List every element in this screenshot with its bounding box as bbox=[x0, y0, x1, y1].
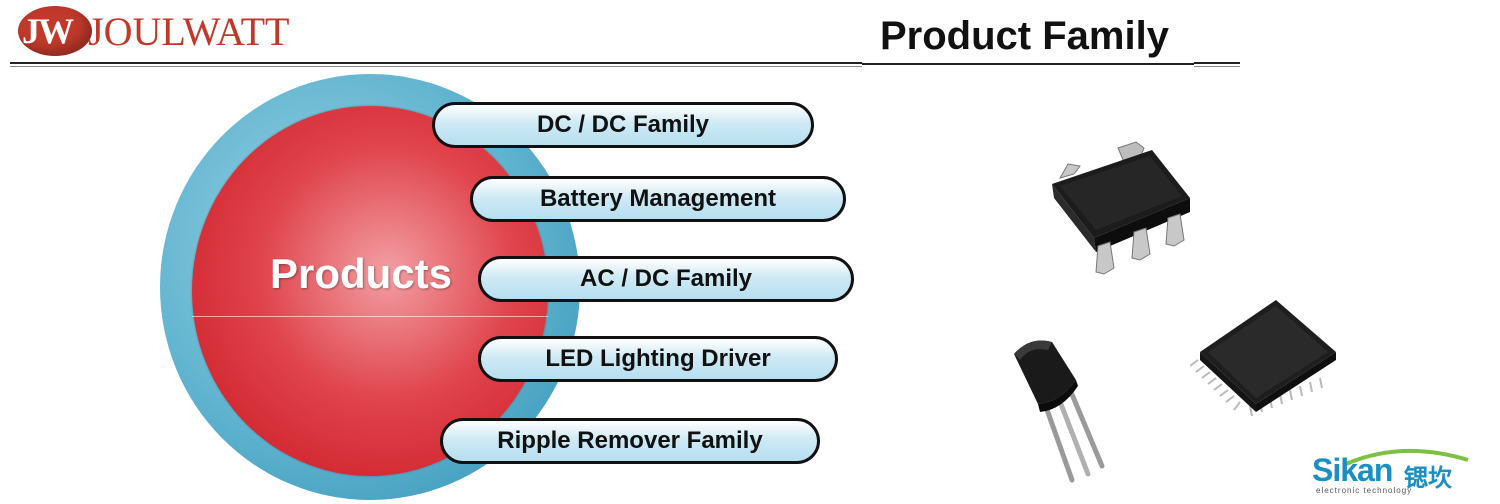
qfp-package-icon bbox=[1190, 300, 1336, 417]
pill-dc-dc-family[interactable]: DC / DC Family bbox=[432, 102, 814, 148]
joulwatt-logo: JW JOULWATT bbox=[18, 6, 318, 60]
logo-mark-text: JW bbox=[22, 11, 74, 51]
header-rule-thin bbox=[10, 66, 1240, 67]
pill-ac-dc-family[interactable]: AC / DC Family bbox=[478, 256, 854, 302]
sikan-subtitle: electronic technology bbox=[1316, 486, 1413, 495]
to-92-package-icon bbox=[1014, 340, 1105, 483]
page-title: Product Family bbox=[880, 14, 1169, 58]
sikan-watermark: Sikan 锶坎 electronic technology bbox=[1312, 446, 1472, 498]
title-underline bbox=[862, 63, 1194, 65]
header-rule bbox=[10, 62, 1240, 64]
pill-ripple-remover-family[interactable]: Ripple Remover Family bbox=[440, 418, 820, 464]
sikan-word: Sikan bbox=[1312, 452, 1393, 488]
pill-led-lighting-driver[interactable]: LED Lighting Driver bbox=[478, 336, 838, 382]
swoosh-icon bbox=[1345, 448, 1469, 466]
disc-highlight-line bbox=[192, 316, 548, 317]
pill-battery-management[interactable]: Battery Management bbox=[470, 176, 846, 222]
logo-name: JOULWATT bbox=[88, 9, 290, 54]
products-label: Products bbox=[270, 250, 453, 297]
sikan-chinese: 锶坎 bbox=[1404, 464, 1452, 492]
logo-mark: JW bbox=[18, 6, 92, 56]
sot-23-5-package-icon bbox=[1052, 141, 1190, 275]
